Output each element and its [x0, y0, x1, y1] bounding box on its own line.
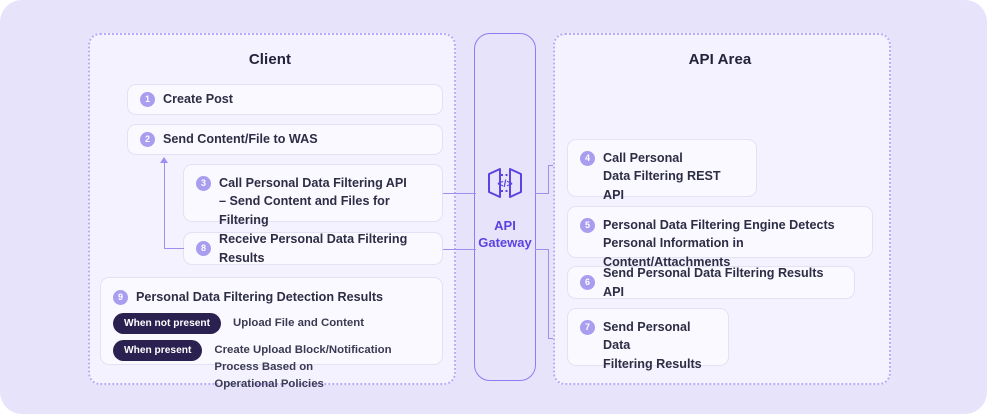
detection-row-present: When present Create Upload Block/Notific… [113, 340, 430, 393]
detection-row-not-present: When not present Upload File and Content [113, 313, 430, 335]
step-badge-4: 4 [580, 151, 595, 166]
step-badge-9: 9 [113, 289, 128, 305]
step-badge-8: 8 [196, 241, 211, 256]
api-area-zone-title: API Area [688, 51, 752, 68]
connector-return-vertical [164, 163, 166, 249]
detection-desc-present: Create Upload Block/Notification Process… [214, 344, 392, 391]
step-label-8: Receive Personal Data Filtering Results [219, 232, 408, 265]
step-label-1: Create Post [163, 92, 233, 107]
connector-step7-to-gateway-vertical [548, 249, 550, 339]
connector-gateway-stub-lower [535, 249, 549, 251]
connector-step3-to-gateway [443, 193, 476, 195]
step-card-engine-detects[interactable]: 5 Personal Data Filtering Engine Detects… [567, 206, 873, 269]
step-badge-5: 5 [580, 218, 595, 233]
step-badge-7: 7 [580, 320, 595, 335]
step-label-5: Personal Data Filtering Engine Detects P… [603, 218, 835, 269]
api-gateway-code-icon: </> [483, 163, 527, 208]
step-label-2: Send Content/File to WAS [163, 132, 318, 147]
connector-gateway-to-step8 [443, 249, 476, 251]
api-gateway-label: API Gateway [478, 218, 532, 250]
step-label-6: Send Personal Data Filtering Results API [603, 266, 824, 299]
detection-desc-not-present: Upload File and Content [233, 317, 365, 330]
step-card-detection-results[interactable]: 9 Personal Data Filtering Detection Resu… [100, 277, 443, 390]
step-card-receive-filtering-results[interactable]: 8 Receive Personal Data Filtering Result… [183, 232, 443, 265]
step-badge-3: 3 [196, 176, 211, 191]
step-card-call-rest-api[interactable]: 4 Call Personal Data Filtering REST API [567, 139, 757, 202]
step-badge-1: 1 [140, 92, 155, 107]
step-card-create-post[interactable]: 1 Create Post [127, 84, 443, 115]
detection-results-title: Personal Data Filtering Detection Result… [136, 290, 384, 304]
connector-return-arrowhead-icon [160, 157, 168, 163]
connector-return-horizontal [164, 248, 184, 250]
step-label-3: Call Personal Data Filtering API – Send … [219, 176, 407, 227]
detection-results-header: 9 Personal Data Filtering Detection Resu… [113, 288, 430, 306]
pill-when-present: When present [113, 340, 203, 362]
step-card-send-filtering-results[interactable]: 7 Send Personal Data Filtering Results [567, 308, 729, 371]
api-gateway-node[interactable]: </> API Gateway [474, 33, 536, 381]
connector-gateway-to-step4-vertical [548, 165, 550, 194]
step-card-send-content-to-was[interactable]: 2 Send Content/File to WAS [127, 124, 443, 155]
step-card-call-filtering-api[interactable]: 3 Call Personal Data Filtering API – Sen… [183, 164, 443, 227]
step-badge-2: 2 [140, 132, 155, 147]
step-label-7: Send Personal Data Filtering Results [603, 320, 702, 371]
client-zone-title: Client [248, 51, 292, 68]
step-card-send-results-api[interactable]: 6 Send Personal Data Filtering Results A… [567, 266, 855, 299]
step-label-4: Call Personal Data Filtering REST API [603, 151, 721, 202]
connector-gateway-stub-upper [535, 193, 549, 195]
pill-when-not-present: When not present [113, 313, 222, 335]
svg-text:</>: </> [497, 178, 512, 190]
step-badge-6: 6 [580, 275, 595, 290]
